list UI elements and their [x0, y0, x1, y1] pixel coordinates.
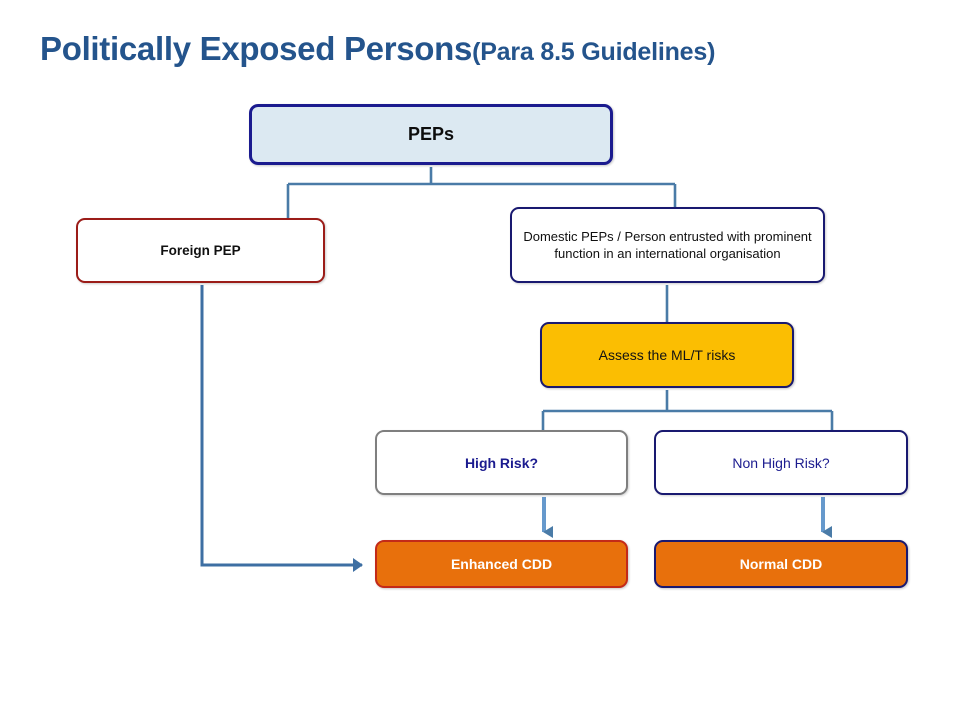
node-non-high-risk-label: Non High Risk? — [732, 454, 830, 471]
node-foreign-pep-label: Foreign PEP — [160, 243, 241, 258]
node-foreign-pep[interactable]: Foreign PEP — [76, 218, 325, 283]
node-assess-risk[interactable]: Assess the ML/T risks — [540, 322, 794, 388]
node-high-risk[interactable]: High Risk? — [375, 430, 628, 495]
node-high-risk-label: High Risk? — [464, 454, 539, 471]
node-normal-cdd-label: Normal CDD — [739, 556, 823, 572]
node-non-high-risk[interactable]: Non High Risk? — [654, 430, 908, 495]
node-domestic-pep-label: Domestic PEPs / Person entrusted with pr… — [523, 228, 812, 261]
node-domestic-pep[interactable]: Domestic PEPs / Person entrusted with pr… — [510, 207, 825, 283]
node-assess-risk-label: Assess the ML/T risks — [598, 347, 736, 363]
node-enhanced-cdd[interactable]: Enhanced CDD — [375, 540, 628, 588]
node-normal-cdd[interactable]: Normal CDD — [654, 540, 908, 588]
node-enhanced-cdd-label: Enhanced CDD — [450, 556, 553, 572]
node-peps[interactable]: PEPs — [249, 104, 613, 165]
node-peps-label: PEPs — [407, 124, 455, 144]
page-title-subtitle: (Para 8.5 Guidelines) — [472, 38, 716, 66]
page-title-main: Politically Exposed Persons — [40, 30, 473, 67]
page-title: Politically Exposed Persons(Para 8.5 Gui… — [40, 30, 900, 80]
edge-assess-split — [541, 390, 834, 430]
edge-foreign-enhanced — [200, 285, 363, 572]
